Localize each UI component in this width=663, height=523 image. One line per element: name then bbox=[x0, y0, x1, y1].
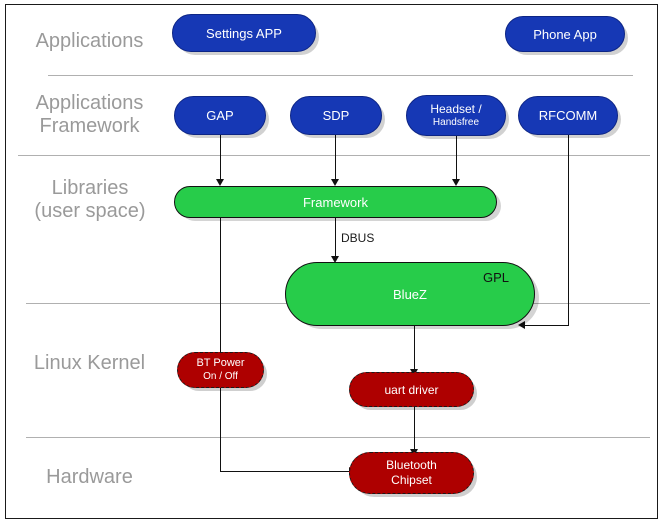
node-bluetooth-chipset-sublabel: Chipset bbox=[391, 473, 432, 487]
separator-framework-libraries bbox=[18, 155, 650, 156]
node-uart-driver-label: uart driver bbox=[384, 382, 439, 397]
node-phone-app-label: Phone App bbox=[533, 26, 597, 42]
arrowhead-framework-to-bluez bbox=[331, 256, 339, 263]
node-gap-label: GAP bbox=[206, 108, 234, 123]
node-bluez[interactable]: BlueZ bbox=[285, 262, 535, 326]
node-bluetooth-chipset-label: Bluetooth bbox=[386, 458, 437, 472]
node-framework[interactable]: Framework bbox=[174, 186, 497, 218]
layer-label-libraries: Libraries (user space) bbox=[34, 177, 146, 222]
edge-label-dbus: DBUS bbox=[341, 231, 375, 245]
node-bt-power-label: BT Power bbox=[196, 357, 245, 369]
node-settings-app[interactable]: Settings APP bbox=[172, 14, 316, 52]
layer-label-applications-framework: Applications Framework bbox=[35, 92, 144, 137]
node-phone-app[interactable]: Phone App bbox=[505, 16, 625, 52]
layer-label-applications: Applications bbox=[35, 30, 144, 52]
node-headset-handsfree-sublabel: Handsfree bbox=[432, 116, 480, 128]
node-headset-handsfree-label: Headset / bbox=[430, 101, 482, 116]
connector-framework-to-bluez bbox=[335, 217, 336, 257]
node-bt-power[interactable]: BT Power On / Off bbox=[177, 352, 264, 388]
arrowhead-gap-to-framework bbox=[216, 179, 224, 186]
node-headset-handsfree[interactable]: Headset / Handsfree bbox=[406, 95, 506, 136]
layer-label-hardware: Hardware bbox=[46, 466, 133, 488]
arrowhead-headset-to-framework bbox=[452, 179, 460, 186]
node-bluetooth-chipset[interactable]: Bluetooth Chipset bbox=[349, 452, 474, 494]
arrowhead-sdp-to-framework bbox=[331, 179, 339, 186]
separator-applications-framework bbox=[48, 75, 633, 76]
connector-rfcomm-to-bluez bbox=[524, 325, 569, 326]
node-uart-driver[interactable]: uart driver bbox=[349, 372, 474, 407]
arrowhead-rfcomm-to-bluez bbox=[518, 321, 525, 329]
connector-gap-to-framework bbox=[220, 135, 221, 180]
connector-uart-to-chipset bbox=[414, 407, 415, 450]
node-sdp[interactable]: SDP bbox=[290, 96, 382, 135]
connector-sdp-to-framework bbox=[335, 135, 336, 180]
node-gap[interactable]: GAP bbox=[174, 96, 266, 135]
node-rfcomm-label: RFCOMM bbox=[538, 108, 598, 123]
connector-bluez-to-uart bbox=[414, 326, 415, 370]
node-settings-app-label: Settings APP bbox=[206, 25, 282, 41]
node-bt-power-sublabel: On / Off bbox=[203, 371, 238, 382]
node-sdp-label: SDP bbox=[322, 108, 350, 123]
layer-label-linux-kernel: Linux Kernel bbox=[33, 352, 146, 374]
connector-framework-to-chipset-vertical bbox=[220, 217, 221, 471]
connector-headset-to-framework bbox=[456, 135, 457, 180]
node-rfcomm[interactable]: RFCOMM bbox=[518, 96, 618, 135]
node-framework-label: Framework bbox=[302, 194, 368, 210]
separator-kernel-hardware bbox=[26, 437, 650, 438]
node-bluez-label: BlueZ bbox=[393, 286, 427, 302]
connector-framework-to-chipset-horizontal bbox=[220, 471, 350, 472]
connector-rfcomm-down bbox=[568, 135, 569, 325]
bluez-gpl-annotation: GPL bbox=[483, 270, 510, 285]
